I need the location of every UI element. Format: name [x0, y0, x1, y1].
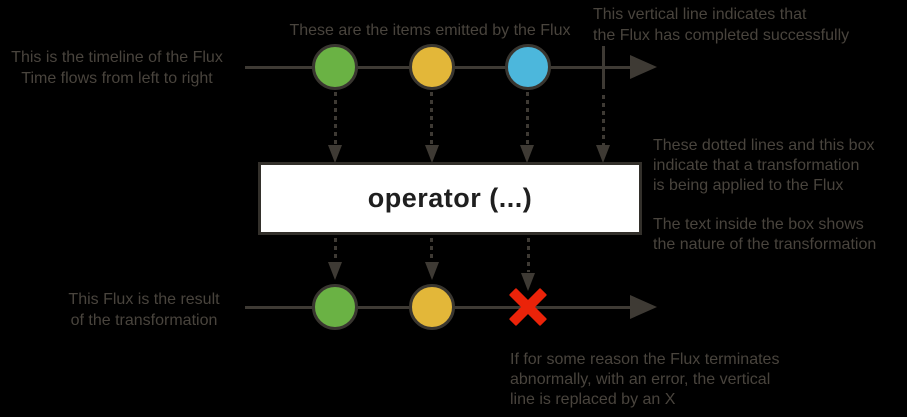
connector-out-arrowhead-yellow-icon [425, 262, 439, 280]
emitted-item-green [312, 44, 358, 90]
connector-out-arrowhead-error-icon [521, 273, 535, 291]
result-timeline-arrowhead-icon [630, 295, 657, 319]
connector-arrowhead-complete-icon [596, 145, 610, 163]
transform-annotation-line1: These dotted lines and this box [653, 137, 875, 154]
connector-arrowhead-blue-icon [520, 145, 534, 163]
dotted-connector-complete [602, 95, 605, 146]
dotted-connector-out-yellow [430, 238, 433, 260]
connector-arrowhead-green-icon [328, 145, 342, 163]
result-annotation-line2: of the transformation [70, 312, 218, 329]
complete-annotation: This vertical line indicates that the Fl… [593, 4, 849, 46]
operator-box: operator (...) [258, 162, 642, 235]
emitted-item-yellow [409, 44, 455, 90]
transform-annotation-line5: the nature of the transformation [653, 236, 877, 253]
complete-annotation-line2: the Flux has completed successfully [593, 27, 850, 44]
result-item-green [312, 284, 358, 330]
error-annotation: If for some reason the Flux terminates a… [510, 350, 779, 410]
connector-arrowhead-yellow-icon [425, 145, 439, 163]
transform-annotation-line3: is being applied to the Flux [653, 177, 844, 194]
timeline-annotation: This is the timeline of the Flux Time fl… [6, 47, 228, 89]
transform-annotation-line2: indicate that a transformation [653, 157, 860, 174]
result-annotation-line1: This Flux is the result [68, 291, 220, 308]
source-timeline-arrowhead-icon [630, 55, 657, 79]
result-item-yellow [409, 284, 455, 330]
transform-annotation-line4: The text inside the box shows [653, 216, 864, 233]
error-annotation-line2: abnormally, with an error, the vertical [510, 371, 771, 388]
complete-line [602, 46, 605, 89]
error-annotation-line1: If for some reason the Flux terminates [510, 351, 780, 368]
items-annotation: These are the items emitted by the Flux [280, 20, 580, 41]
items-annotation-line: These are the items emitted by the Flux [289, 22, 571, 39]
connector-out-arrowhead-green-icon [328, 262, 342, 280]
emitted-item-blue [505, 44, 551, 90]
dotted-connector-yellow [430, 92, 433, 146]
transform-annotation: These dotted lines and this box indicate… [653, 136, 876, 255]
dotted-connector-green [334, 92, 337, 146]
dotted-connector-out-error [527, 238, 530, 272]
operator-label: operator (...) [367, 183, 533, 213]
dotted-connector-blue [526, 92, 529, 146]
dotted-connector-out-green [334, 238, 337, 260]
result-annotation: This Flux is the result of the transform… [40, 289, 248, 331]
timeline-annotation-line1: This is the timeline of the Flux [11, 49, 223, 66]
timeline-annotation-line2: Time flows from left to right [21, 70, 213, 87]
error-annotation-line3: line is replaced by an X [510, 391, 676, 408]
complete-annotation-line1: This vertical line indicates that [593, 6, 807, 23]
